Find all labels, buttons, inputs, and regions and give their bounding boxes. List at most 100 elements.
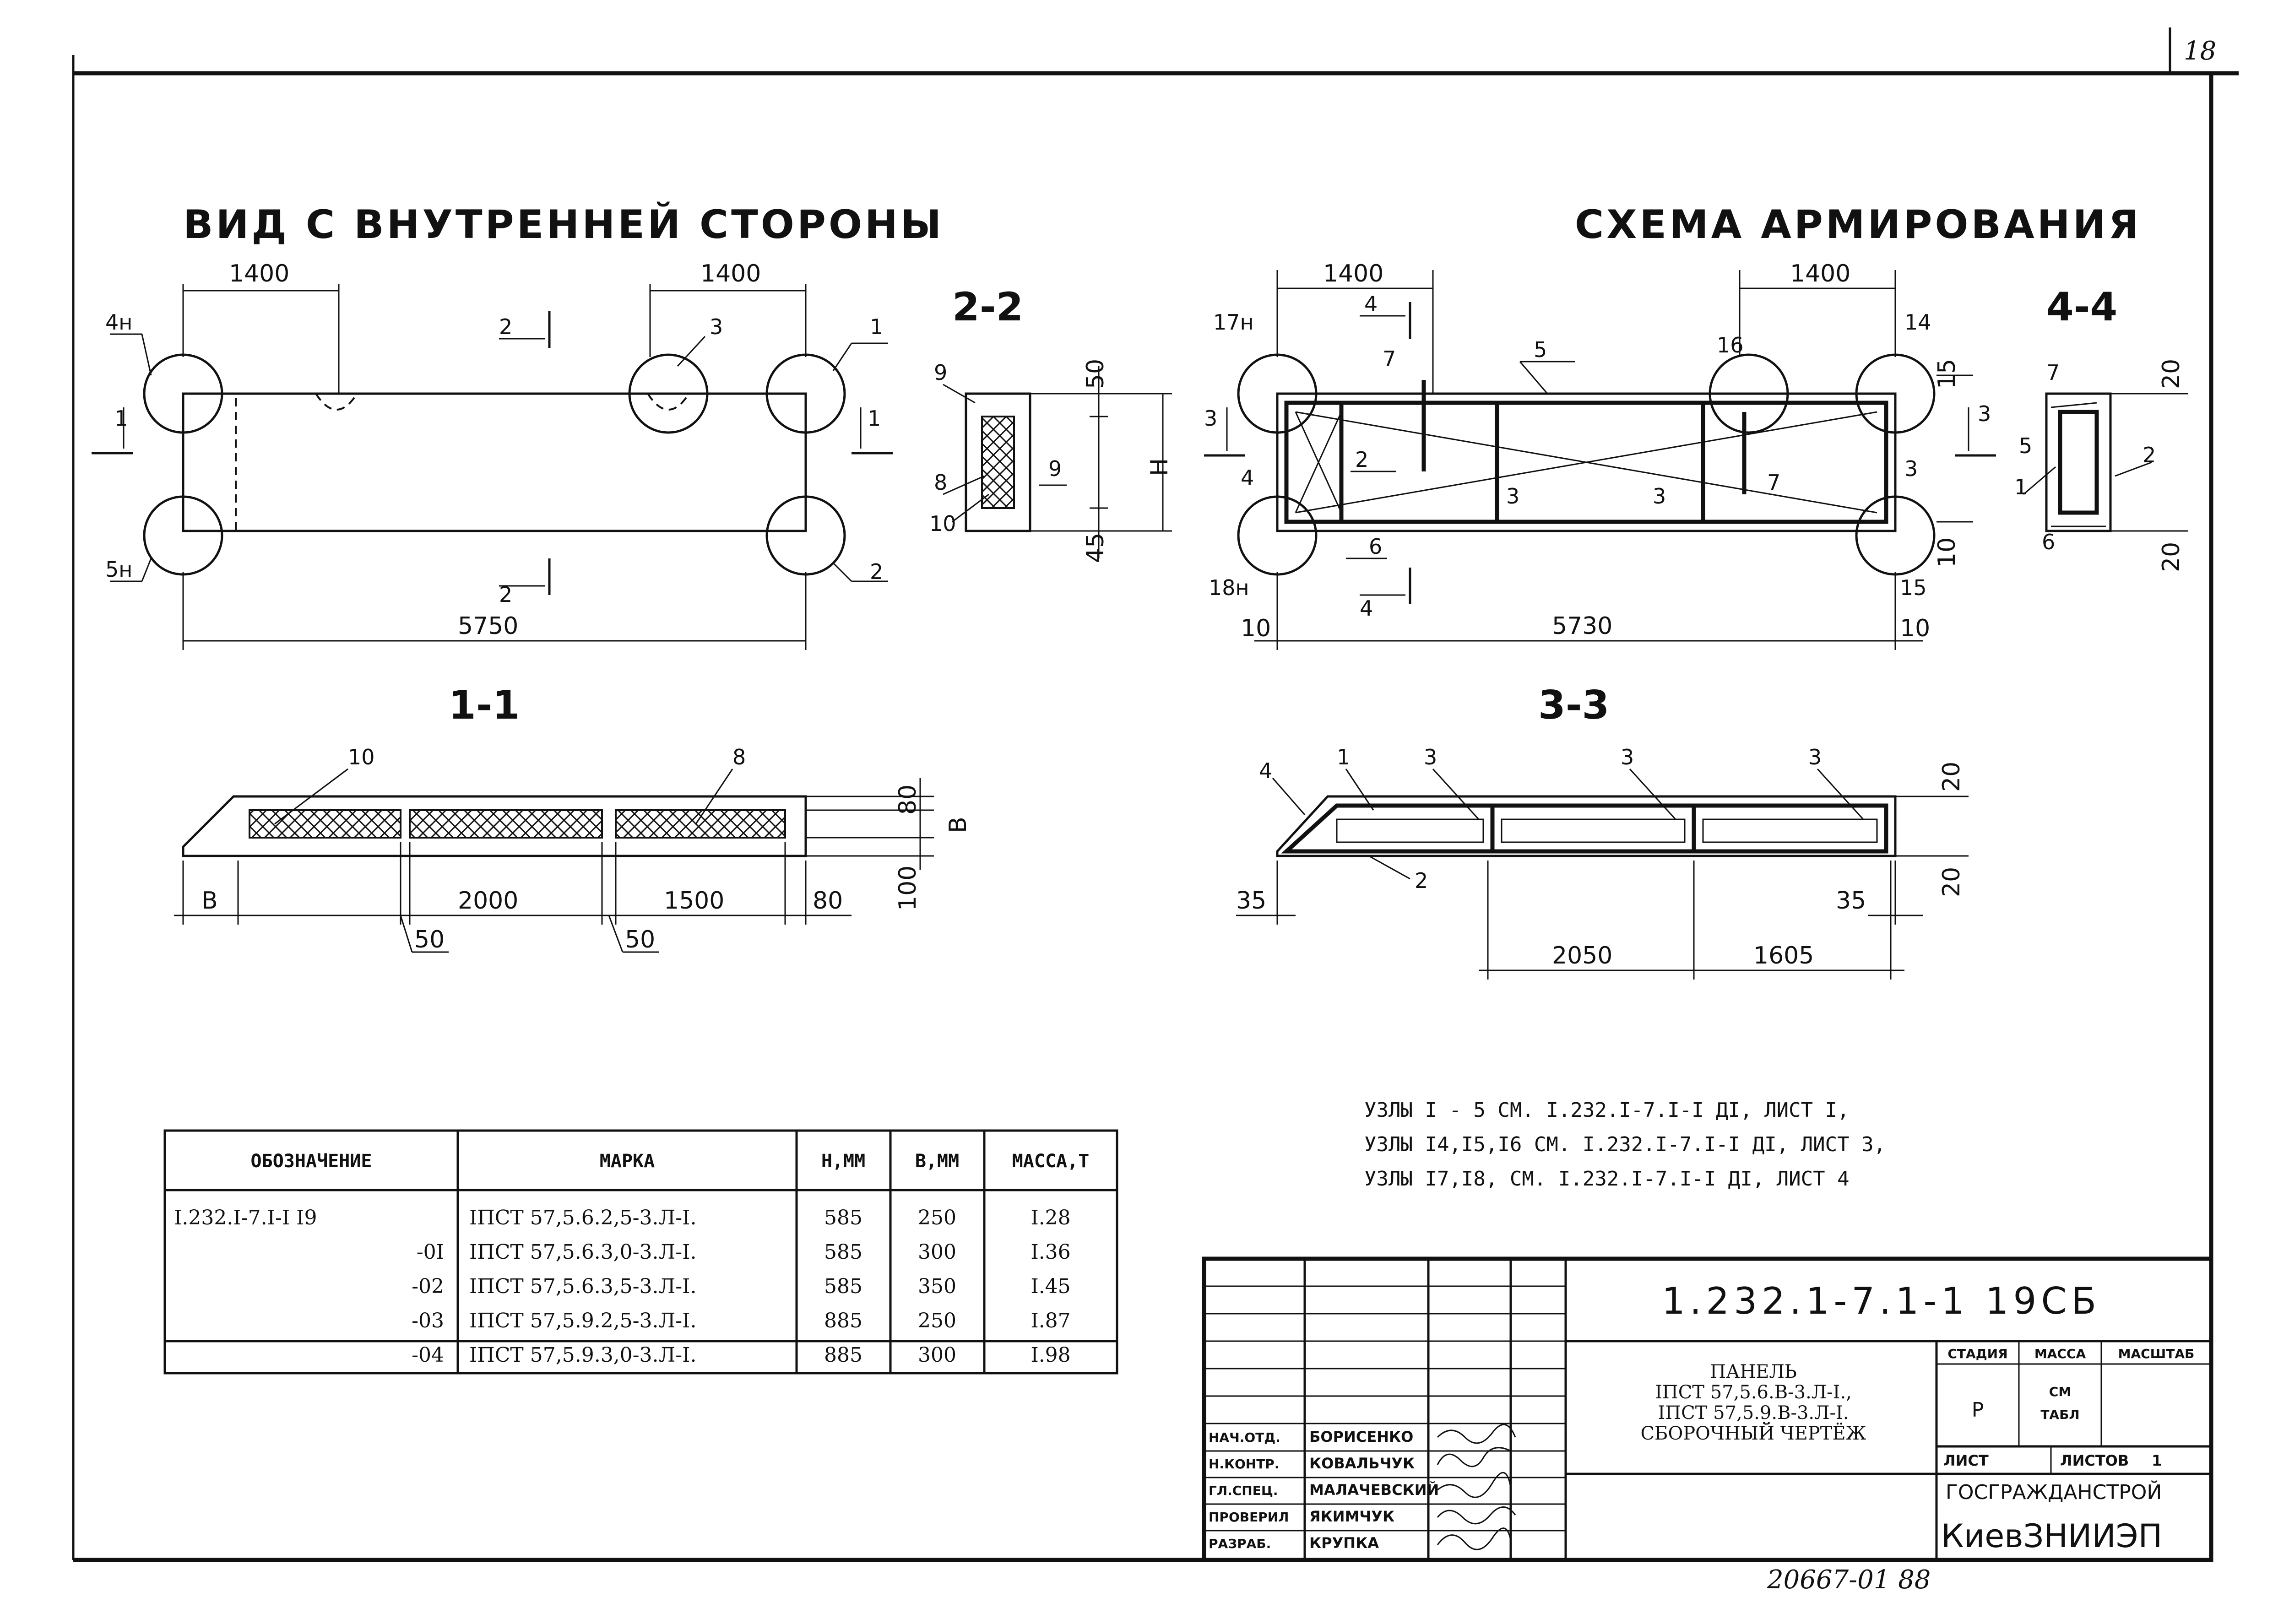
reinf-mark-7-right: 7 bbox=[1767, 470, 1780, 495]
row-4-b: 250 bbox=[918, 1309, 956, 1332]
reinf-mark-14: 14 bbox=[1904, 310, 1931, 335]
table-row: I.232.I-7.I-I I9 IПСТ 57,5.6.2,5-3.Л-I. … bbox=[174, 1206, 1071, 1229]
row-5-h: 885 bbox=[824, 1343, 862, 1367]
section-2-2-title: 2-2 bbox=[952, 284, 1023, 330]
mass-value-1: СМ bbox=[2049, 1384, 2071, 1399]
bottom-code: 20667-01 88 bbox=[1767, 1565, 1931, 1595]
table-row: -03 IПСТ 57,5.9.2,5-3.Л-I. 885 250 I.87 bbox=[412, 1309, 1071, 1332]
sec44-dim-20-top: 20 bbox=[2158, 359, 2185, 389]
reinf-dim-5730: 5730 bbox=[1552, 612, 1612, 640]
handwritten-signatures bbox=[1437, 1424, 1516, 1550]
row-5-designation: -04 bbox=[412, 1343, 444, 1367]
sheet-label: ЛИСТ bbox=[1943, 1452, 1989, 1469]
sec44-mark-7: 7 bbox=[2046, 360, 2060, 385]
stage-value: Р bbox=[1972, 1398, 1984, 1422]
sec22-dim-h: H bbox=[1146, 458, 1173, 476]
row-1-b: 250 bbox=[918, 1206, 956, 1229]
desc-line-1: ПАНЕЛЬ bbox=[1710, 1361, 1797, 1382]
sec33-dim-35-right: 35 bbox=[1836, 887, 1866, 915]
sec11-dim-50-left: 50 bbox=[414, 926, 445, 953]
reinf-cut-4-top: 4 bbox=[1364, 292, 1378, 316]
sec11-dim-b-side: B bbox=[944, 817, 972, 833]
reinforcement-scheme bbox=[1204, 270, 1996, 650]
reinf-cut-3-left: 3 bbox=[1204, 406, 1217, 431]
sec33-dim-35-left: 35 bbox=[1236, 887, 1266, 915]
sec11-dim-80-side: 80 bbox=[894, 785, 922, 815]
section-1-1-title: 1-1 bbox=[449, 682, 520, 728]
org-name-1: ГОСГРАЖДАНСТРОЙ bbox=[1946, 1480, 2162, 1504]
cut-1-right: 1 bbox=[868, 406, 881, 431]
reinf-dim-10-right: 10 bbox=[1900, 615, 1930, 642]
reinf-cut-3-right: 3 bbox=[1978, 401, 1991, 426]
mark-3: 3 bbox=[710, 314, 723, 339]
sig-name-2: КОВАЛЬЧУК bbox=[1309, 1455, 1415, 1472]
reinforcement-title: СХЕМА АРМИРОВАНИЯ bbox=[1575, 202, 2142, 248]
section-2-2 bbox=[943, 366, 1172, 558]
mass-label: МАССА bbox=[2034, 1346, 2086, 1361]
sec44-dim-20-bottom: 20 bbox=[2158, 542, 2185, 572]
scale-label: МАСШТАБ bbox=[2118, 1346, 2195, 1361]
col-header-mark: МАРКА bbox=[600, 1151, 655, 1172]
sig-name-3: МАЛАЧЕВСКИЙ bbox=[1309, 1481, 1439, 1499]
sec11-dim-50-right: 50 bbox=[625, 926, 655, 953]
row-4-h: 885 bbox=[824, 1309, 862, 1332]
sheets-label: ЛИСТОВ bbox=[2060, 1452, 2129, 1469]
sec44-mark-2: 2 bbox=[2143, 443, 2156, 467]
row-2-h: 585 bbox=[824, 1240, 862, 1264]
sec33-mark-3-c: 3 bbox=[1808, 745, 1822, 769]
desc-line-2: IПСТ 57,5.6.В-3.Л-I., bbox=[1655, 1382, 1852, 1403]
row-1-designation: I.232.I-7.I-I I9 bbox=[174, 1206, 317, 1229]
sec11-mark-8: 8 bbox=[732, 745, 746, 769]
section-4-4-title: 4-4 bbox=[2046, 284, 2117, 330]
sig-role-5: РАЗРАБ. bbox=[1209, 1536, 1271, 1551]
inner-dim-1400-right: 1400 bbox=[700, 260, 761, 287]
row-4-mass: I.87 bbox=[1031, 1309, 1070, 1332]
reinf-mark-3-b: 3 bbox=[1653, 484, 1666, 509]
reinf-mark-2: 2 bbox=[1355, 447, 1368, 472]
reinf-dim-15: 15 bbox=[1933, 359, 1961, 389]
sig-name-5: КРУПКА bbox=[1309, 1534, 1379, 1552]
sec33-mark-3-a: 3 bbox=[1424, 745, 1437, 769]
sec33-mark-2: 2 bbox=[1415, 868, 1428, 893]
row-5-mass: I.98 bbox=[1031, 1343, 1070, 1367]
sec22-mark-9-right: 9 bbox=[1048, 456, 1062, 481]
row-1-mass: I.28 bbox=[1031, 1206, 1070, 1229]
reinf-mark-7-left: 7 bbox=[1383, 346, 1396, 371]
row-4-mark: IПСТ 57,5.9.2,5-3.Л-I. bbox=[469, 1309, 696, 1332]
sec11-dim-100: 100 bbox=[894, 866, 922, 911]
sec44-mark-5: 5 bbox=[2019, 433, 2032, 458]
inner-view bbox=[92, 284, 893, 650]
table-row: -02 IПСТ 57,5.6.3,5-3.Л-I. 585 350 I.45 bbox=[412, 1275, 1071, 1298]
section-3-3 bbox=[1236, 768, 1969, 980]
sec22-mark-9-top: 9 bbox=[934, 360, 947, 385]
sig-role-1: НАЧ.ОТД. bbox=[1209, 1430, 1280, 1445]
section-1-1 bbox=[174, 768, 934, 953]
row-5-b: 300 bbox=[918, 1343, 956, 1367]
cut-2-bottom: 2 bbox=[499, 582, 512, 607]
sec22-dim-50: 50 bbox=[1082, 359, 1109, 389]
notes: УЗЛЫ I - 5 СМ. I.232.I-7.I-I ДI, ЛИСТ I,… bbox=[1364, 1099, 1886, 1191]
reinf-mark-4: 4 bbox=[1241, 466, 1254, 490]
desc-line-3: IПСТ 57,5.9.В-3.Л-I. bbox=[1658, 1402, 1849, 1424]
spec-table bbox=[163, 1129, 1118, 1375]
mass-value-2: ТАБЛ bbox=[2040, 1407, 2079, 1422]
note-line-3: УЗЛЫ I7,I8, СМ. I.232.I-7.I-I ДI, ЛИСТ 4 bbox=[1364, 1167, 1850, 1191]
row-3-mark: IПСТ 57,5.6.3,5-3.Л-I. bbox=[469, 1275, 696, 1298]
sec44-mark-1: 1 bbox=[2014, 475, 2028, 499]
row-3-b: 350 bbox=[918, 1275, 956, 1298]
sec33-dim-20-top: 20 bbox=[1938, 762, 1965, 792]
sec33-dim-2050: 2050 bbox=[1552, 942, 1612, 969]
reinf-cut-4-bottom: 4 bbox=[1360, 596, 1373, 621]
sig-name-1: БОРИСЕНКО bbox=[1309, 1428, 1413, 1445]
section-3-3-title: 3-3 bbox=[1538, 682, 1609, 728]
row-1-h: 585 bbox=[824, 1206, 862, 1229]
sig-name-4: ЯКИМЧУК bbox=[1309, 1508, 1394, 1525]
sig-role-3: ГЛ.СПЕЦ. bbox=[1209, 1483, 1278, 1498]
desc-line-4: СБОРОЧНЫЙ ЧЕРТЁЖ bbox=[1640, 1422, 1866, 1444]
sig-role-4: ПРОВЕРИЛ bbox=[1209, 1510, 1289, 1525]
sec33-dim-20-bottom: 20 bbox=[1938, 867, 1965, 897]
note-line-1: УЗЛЫ I - 5 СМ. I.232.I-7.I-I ДI, ЛИСТ I, bbox=[1364, 1099, 1850, 1122]
col-header-mass: МАССА,Т bbox=[1012, 1151, 1090, 1172]
inner-dim-5750: 5750 bbox=[458, 612, 518, 640]
